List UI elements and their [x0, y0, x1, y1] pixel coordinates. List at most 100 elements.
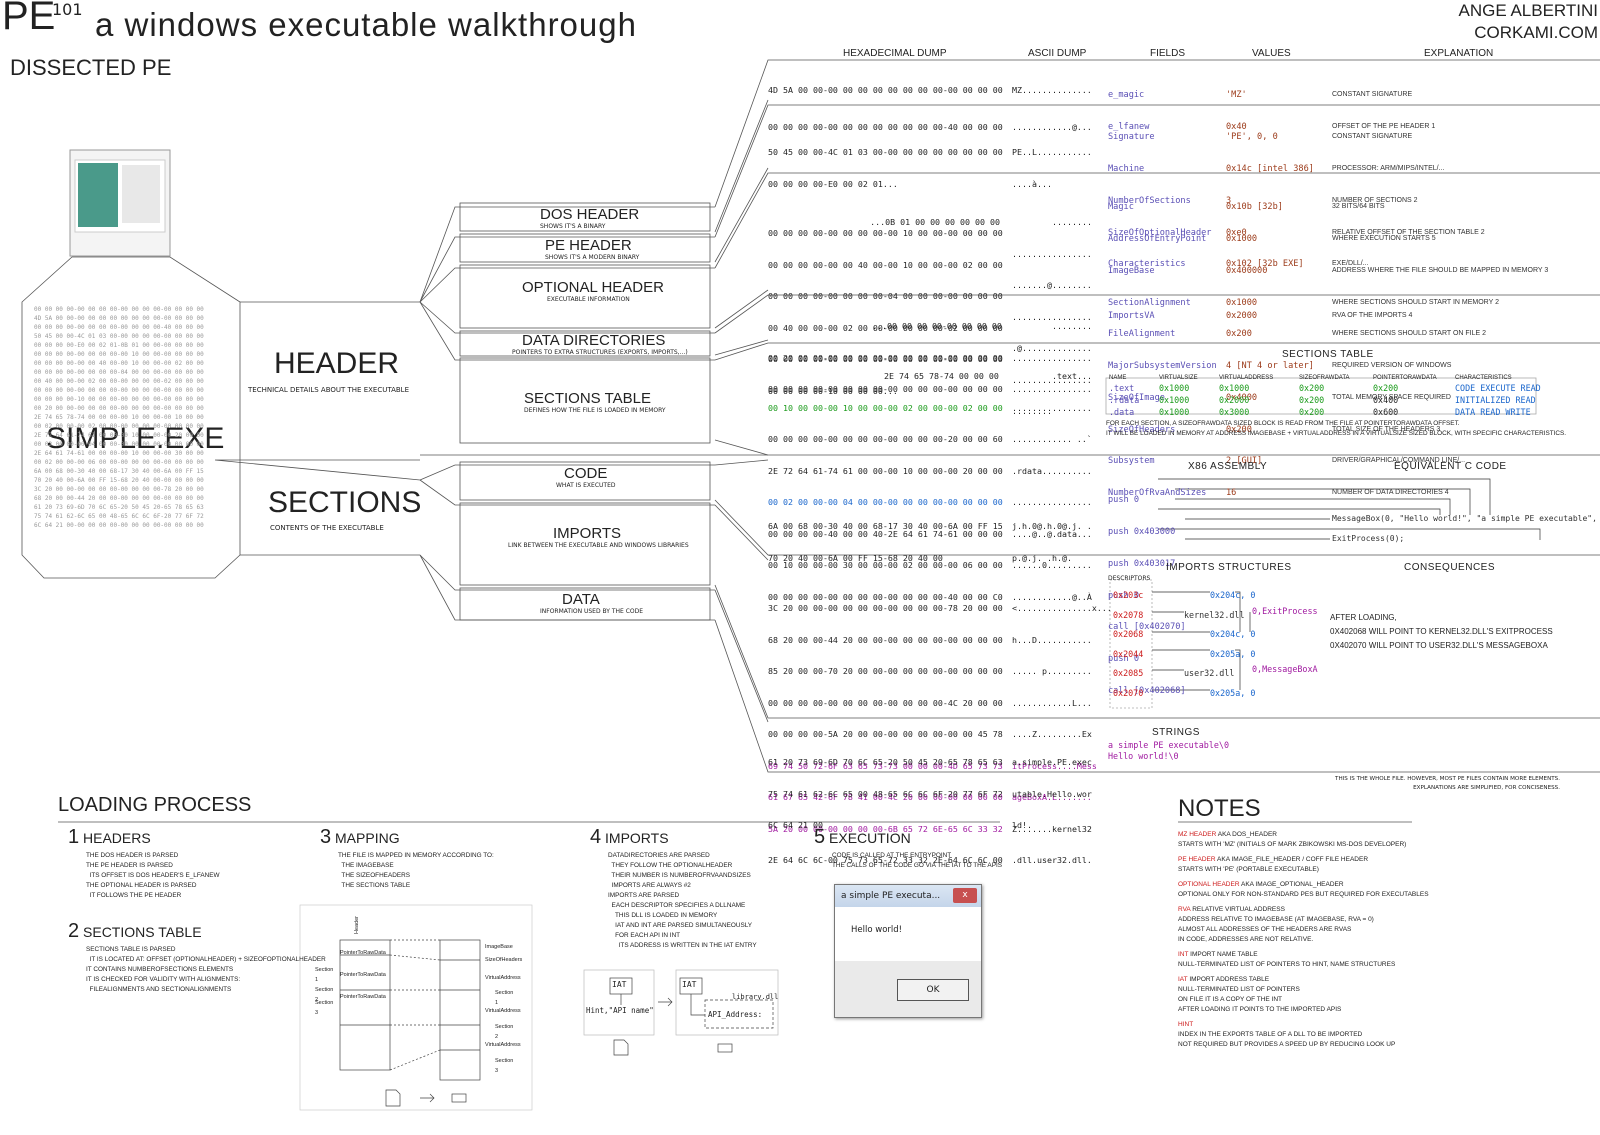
iat-hint: Hint,"API name": [586, 1006, 654, 1015]
mid-sub: POINTERS TO EXTRA STRUCTURES (EXPORTS, I…: [512, 349, 688, 356]
cell: 0x1000: [1159, 395, 1190, 405]
asm-line: push 0: [1108, 590, 1140, 601]
imp-ascii: <...............x... h...D........... ..…: [1012, 582, 1112, 876]
note-item: MZ HEADER AKA DOS_HEADER STARTS WITH 'MZ…: [1178, 830, 1593, 850]
hex-line: 6C 64 21 00: [768, 820, 823, 830]
note-key: RVA: [1178, 906, 1191, 913]
hex-line: 2E 72 64 61-74 61 00 00-00 10 00 00-00 2…: [768, 465, 1003, 476]
dd-hex: ...00 00 00 00-00 00 00 00 00 20 00 00-0…: [768, 300, 1003, 405]
dos-hex: 4D 5A 00 00-00 00 00 00 00 00 00 00-00 0…: [768, 64, 1003, 143]
hex-line: 00 00 00 00-5A 20 00 00-00 00 00 00-00 0…: [768, 729, 1003, 739]
diag-label: PointerToRawData: [340, 972, 386, 978]
cons-title: CONSEQUENCES: [1404, 562, 1496, 573]
dialog-message: Hello world!: [835, 907, 981, 961]
ascii-line: a.simple.PE.exec: [1012, 757, 1092, 767]
asm-listing: push 0 push 0x403000 push 0x403017 push …: [1108, 474, 1186, 707]
mid-optional-header: OPTIONAL HEADER EXECUTABLE INFORMATION: [522, 279, 664, 303]
hex-line: ...0B 01 00 00 00 00 00 00: [870, 217, 1000, 227]
ascii-line: ................: [1012, 311, 1092, 322]
table-row: .text 0x1000 0x1000 0x200 0x200 CODE EXE…: [1108, 382, 1542, 394]
field: NumberOfSections: [1108, 195, 1191, 206]
asm-line: push 0: [1108, 654, 1140, 665]
explanation: NUMBER OF DATA DIRECTORIES 4: [1332, 489, 1449, 497]
step-5: 5 EXECUTION CODE IS CALLED AT THE ENTRYP…: [814, 826, 1002, 871]
cell: 0x600: [1373, 407, 1399, 417]
note-desc: NOT REQUIRED BUT PROVIDES A SPEED UP BY …: [1178, 1041, 1396, 1048]
ok-button[interactable]: OK: [897, 979, 969, 1001]
step-line: EACH DESCRIPTOR SPECIFIES A DLLNAME: [608, 902, 746, 909]
note-desc: ADDRESS RELATIVE TO IMAGEBASE (AT IMAGEB…: [1178, 916, 1374, 923]
step-lines: DATADIRECTORIES ARE PARSED THEY FOLLOW T…: [590, 851, 757, 951]
cell: 0x2000: [1219, 395, 1250, 405]
col-values: VALUES: [1252, 48, 1291, 59]
note-term: AKA IMAGE_OPTIONAL_HEADER: [1239, 881, 1344, 888]
data-hex: 61 20 73 69-6D 70 6C 65-20 50 45 20-65 7…: [768, 736, 1003, 841]
imp-addr: 0x2044: [1113, 648, 1144, 659]
step-line: IT FOLLOWS THE PE HEADER: [86, 892, 182, 899]
note-desc: IN CODE, ADDRESSES ARE NOT RELATIVE.: [1178, 936, 1314, 943]
field: Magic: [1108, 202, 1134, 213]
step-line: ITS ADDRESS IS WRITTEN IN THE IAT ENTRY: [608, 942, 757, 949]
st-note: FOR EACH SECTION, A SIZEOFRAWDATA SIZED …: [1106, 419, 1586, 439]
imp-title: IMPORTS STRUCTURES: [1166, 562, 1292, 573]
value: 0x40: [1226, 121, 1247, 132]
step-2: 2 SECTIONS TABLE SECTIONS TABLE IS PARSE…: [68, 920, 326, 995]
cell: 0x200: [1299, 383, 1325, 393]
note-key: PE HEADER: [1178, 856, 1216, 863]
note-term: IMPORT ADDRESS TABLE: [1187, 976, 1270, 983]
imp-thunk: 0x204c, 0: [1210, 590, 1256, 600]
note-key: IAT: [1178, 976, 1188, 983]
ascii-line: .rdata..........: [1012, 465, 1092, 476]
opt-exp: 32 BITS/64 BITS WHERE EXECUTION STARTS 5…: [1332, 181, 1548, 509]
hex-line: 00 00 00 00-10 00 00 00...: [768, 385, 898, 396]
step-lines: SECTIONS TABLE IS PARSED IT IS LOCATED A…: [68, 945, 326, 995]
cell: .rdata: [1109, 395, 1140, 405]
step-line: IT IS LOCATED AT: OFFSET (OPTIONALHEADER…: [86, 956, 326, 963]
ascii-line: <...............x...: [1012, 603, 1112, 613]
diag-label: Section 2: [315, 987, 334, 1003]
note-item: INT IMPORT NAME TABLE NULL-TERMINATED LI…: [1178, 950, 1593, 970]
cell: .text: [1109, 383, 1135, 393]
field: SizeOfOptionalHeader: [1108, 227, 1212, 238]
ascii-line: ............L...: [1012, 697, 1092, 708]
dd-exp: RVA OF THE IMPORTS 4: [1332, 312, 1413, 319]
ascii-line: ........: [1052, 321, 1092, 331]
step-3: 3 MAPPING THE FILE IS MAPPED IN MEMORY A…: [320, 826, 494, 891]
hex-line: 70 20 40 00-6A 00 FF 15-68 20 40 00: [768, 552, 943, 563]
value: 0x1000: [1226, 233, 1258, 244]
ascii-line: ld!.: [1012, 820, 1032, 830]
cell: 0x1000: [1159, 383, 1190, 393]
diag-label: PointerToRawData: [340, 950, 386, 956]
hex-line: 2E 64 6C 6C-00 75 73 65-72 33 32 2E-64 6…: [768, 855, 1003, 865]
cell: 0x1000: [1219, 383, 1250, 393]
asm-line: push 0x403017: [1108, 558, 1176, 569]
table-row: .data 0x1000 0x3000 0x200 0x600 DATA REA…: [1108, 406, 1542, 418]
sections-table: NAME VIRTUALSIZE VIRTUALADDRESS SIZEOFRA…: [1108, 374, 1542, 418]
hex-line: 85 20 00 00-70 20 00 00-00 00 00 00-00 0…: [768, 666, 1003, 676]
value: 0x14c [intel 386]: [1226, 163, 1314, 174]
asm-line: push 0x403000: [1108, 526, 1176, 537]
step-line: THE CALLS OF THE CODE GO VIA THE IAT TO …: [832, 862, 1002, 869]
dialog-title: a simple PE executa...: [841, 891, 941, 901]
c-title: EQUIVALENT C CODE: [1394, 461, 1507, 472]
ascii-line: ................: [1012, 384, 1092, 394]
imp-addr: 0x2070: [1113, 687, 1144, 698]
code-ascii: j.h.0@.h.0@.j. . p.@.j. .h.@.: [1012, 500, 1092, 574]
step-line: ITS OFFSET IS DOS HEADER'S E_LFANEW: [86, 872, 220, 879]
author-site[interactable]: CORKAMI.COM: [1474, 23, 1598, 42]
hex-line: 69 74 50 72-6F 63 65 73-73 00 00 00-4D 6…: [768, 760, 1003, 771]
ascii-line: .......@........: [1012, 280, 1092, 290]
field: Machine: [1108, 163, 1145, 174]
step-line: THE PE HEADER IS PARSED: [86, 862, 173, 869]
step-num: 1: [68, 826, 80, 848]
diag-label: PointerToRawData: [340, 994, 386, 1000]
consequences: AFTER LOADING, 0X402068 WILL POINT TO KE…: [1330, 611, 1553, 653]
note-desc: INDEX IN THE EXPORTS TABLE OF A DLL TO B…: [1178, 1031, 1363, 1038]
explanation: ADDRESS WHERE THE FILE SHOULD BE MAPPED …: [1332, 266, 1549, 274]
step-line: FILEALIGNMENTS AND SECTIONALIGNMENTS: [86, 986, 232, 993]
sections-sub: CONTENTS OF THE EXECUTABLE: [270, 524, 384, 532]
step-line: THE DOS HEADER IS PARSED: [86, 852, 179, 859]
mid-dos-header: DOS HEADER SHOWS IT'S A BINARY: [540, 206, 639, 230]
close-icon[interactable]: x: [953, 888, 977, 903]
